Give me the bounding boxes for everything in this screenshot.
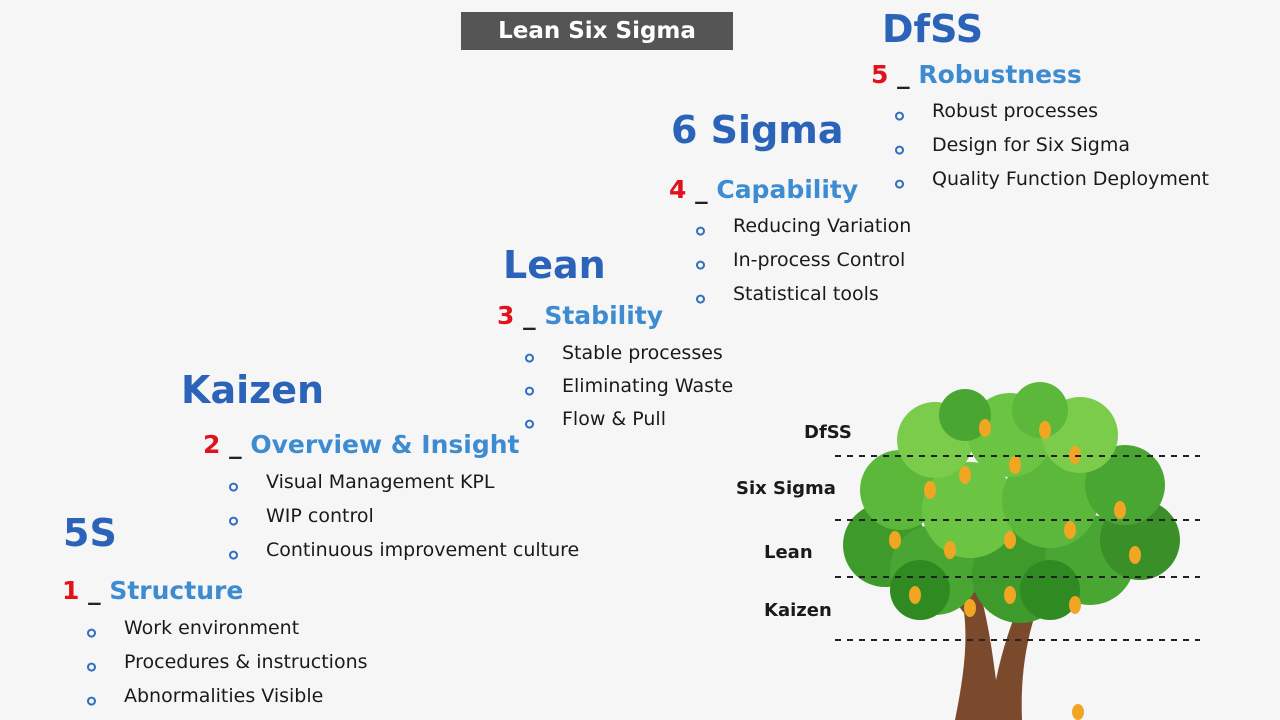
level-separator: _ — [897, 60, 910, 89]
level-label: Overview & Insight — [250, 430, 520, 459]
bullet-icon — [87, 628, 96, 638]
level-label: Stability — [544, 301, 664, 330]
list-item: Reducing Variation — [696, 215, 911, 249]
list-item-text: Continuous improvement culture — [266, 539, 580, 561]
list-item: Design for Six Sigma — [895, 134, 1209, 168]
list-item-text: WIP control — [266, 505, 374, 527]
level-separator: _ — [523, 301, 536, 330]
list-item: Eliminating Waste — [525, 375, 733, 408]
level-number: 3 — [497, 301, 515, 330]
list-item-text: Reducing Variation — [733, 215, 912, 237]
tree-level-lines — [835, 455, 1200, 641]
bullet-icon — [525, 386, 534, 396]
bullet-icon — [895, 179, 904, 189]
list-item-text: Eliminating Waste — [562, 375, 734, 397]
mango-fruits — [889, 419, 1141, 720]
tree-label-lean: Lean — [764, 542, 813, 563]
level-label: Robustness — [918, 60, 1082, 89]
level-heading: Kaizen — [181, 368, 325, 412]
level-number: 5 — [871, 60, 889, 89]
level-heading: DfSS — [882, 7, 984, 51]
level-subheading: 1 _ Structure — [62, 576, 243, 605]
tree-label-six-sigma: Six Sigma — [736, 478, 836, 499]
list-item-text: In-process Control — [733, 249, 906, 271]
list-item: Quality Function Deployment — [895, 168, 1209, 202]
level-number: 1 — [62, 576, 80, 605]
level-bullet-list: Work environment Procedures & instructio… — [87, 617, 368, 719]
tree-label-dfss: DfSS — [804, 422, 852, 443]
list-item-text: Statistical tools — [733, 283, 879, 305]
list-item-text: Abnormalities Visible — [124, 685, 324, 707]
bullet-icon — [696, 226, 705, 236]
tree-illustration: DfSS Six Sigma Lean Kaizen — [736, 382, 1200, 720]
level-number: 4 — [669, 175, 687, 204]
bullet-icon — [87, 662, 96, 672]
list-item: In-process Control — [696, 249, 911, 283]
level-separator: _ — [695, 175, 708, 204]
list-item: Flow & Pull — [525, 408, 733, 441]
level-subheading: 5 _ Robustness — [871, 60, 1082, 89]
tree-canopy — [843, 382, 1180, 623]
list-item-text: Flow & Pull — [562, 408, 666, 430]
list-item: Continuous improvement culture — [229, 539, 579, 573]
level-label: Structure — [109, 576, 244, 605]
list-item: Stable processes — [525, 342, 733, 375]
list-item: Work environment — [87, 617, 368, 651]
level-label: Capability — [716, 175, 859, 204]
bullet-icon — [229, 516, 238, 526]
level-separator: _ — [229, 430, 242, 459]
list-item-text: Stable processes — [562, 342, 723, 364]
level-separator: _ — [88, 576, 101, 605]
bullet-icon — [87, 696, 96, 706]
level-bullet-list: Visual Management KPL WIP control Contin… — [229, 471, 579, 573]
level-bullet-list: Robust processes Design for Six Sigma Qu… — [895, 100, 1209, 202]
level-bullet-list: Reducing Variation In-process Control St… — [696, 215, 911, 317]
bullet-icon — [696, 260, 705, 270]
page-title: Lean Six Sigma — [498, 18, 696, 44]
list-item-text: Design for Six Sigma — [932, 134, 1130, 156]
bullet-icon — [895, 145, 904, 155]
level-subheading: 3 _ Stability — [497, 301, 663, 330]
list-item-text: Visual Management KPL — [266, 471, 495, 493]
list-item: WIP control — [229, 505, 579, 539]
bullet-icon — [525, 419, 534, 429]
bullet-icon — [229, 550, 238, 560]
list-item: Statistical tools — [696, 283, 911, 317]
list-item-text: Procedures & instructions — [124, 651, 368, 673]
list-item-text: Robust processes — [932, 100, 1099, 122]
level-heading: 5S — [63, 511, 117, 555]
level-subheading: 4 _ Capability — [669, 175, 858, 204]
list-item-text: Work environment — [124, 617, 300, 639]
level-subheading: 2 _ Overview & Insight — [203, 430, 520, 459]
tree-label-kaizen: Kaizen — [764, 600, 832, 621]
bullet-icon — [895, 111, 904, 121]
bullet-icon — [229, 482, 238, 492]
list-item: Abnormalities Visible — [87, 685, 368, 719]
title-banner: Lean Six Sigma — [461, 12, 733, 50]
list-item: Visual Management KPL — [229, 471, 579, 505]
level-heading: Lean — [503, 243, 606, 287]
level-heading: 6 Sigma — [671, 108, 844, 152]
list-item: Procedures & instructions — [87, 651, 368, 685]
list-item-text: Quality Function Deployment — [932, 168, 1210, 190]
bullet-icon — [525, 353, 534, 363]
level-bullet-list: Stable processes Eliminating Waste Flow … — [525, 342, 733, 441]
list-item: Robust processes — [895, 100, 1209, 134]
level-number: 2 — [203, 430, 221, 459]
bullet-icon — [696, 294, 705, 304]
